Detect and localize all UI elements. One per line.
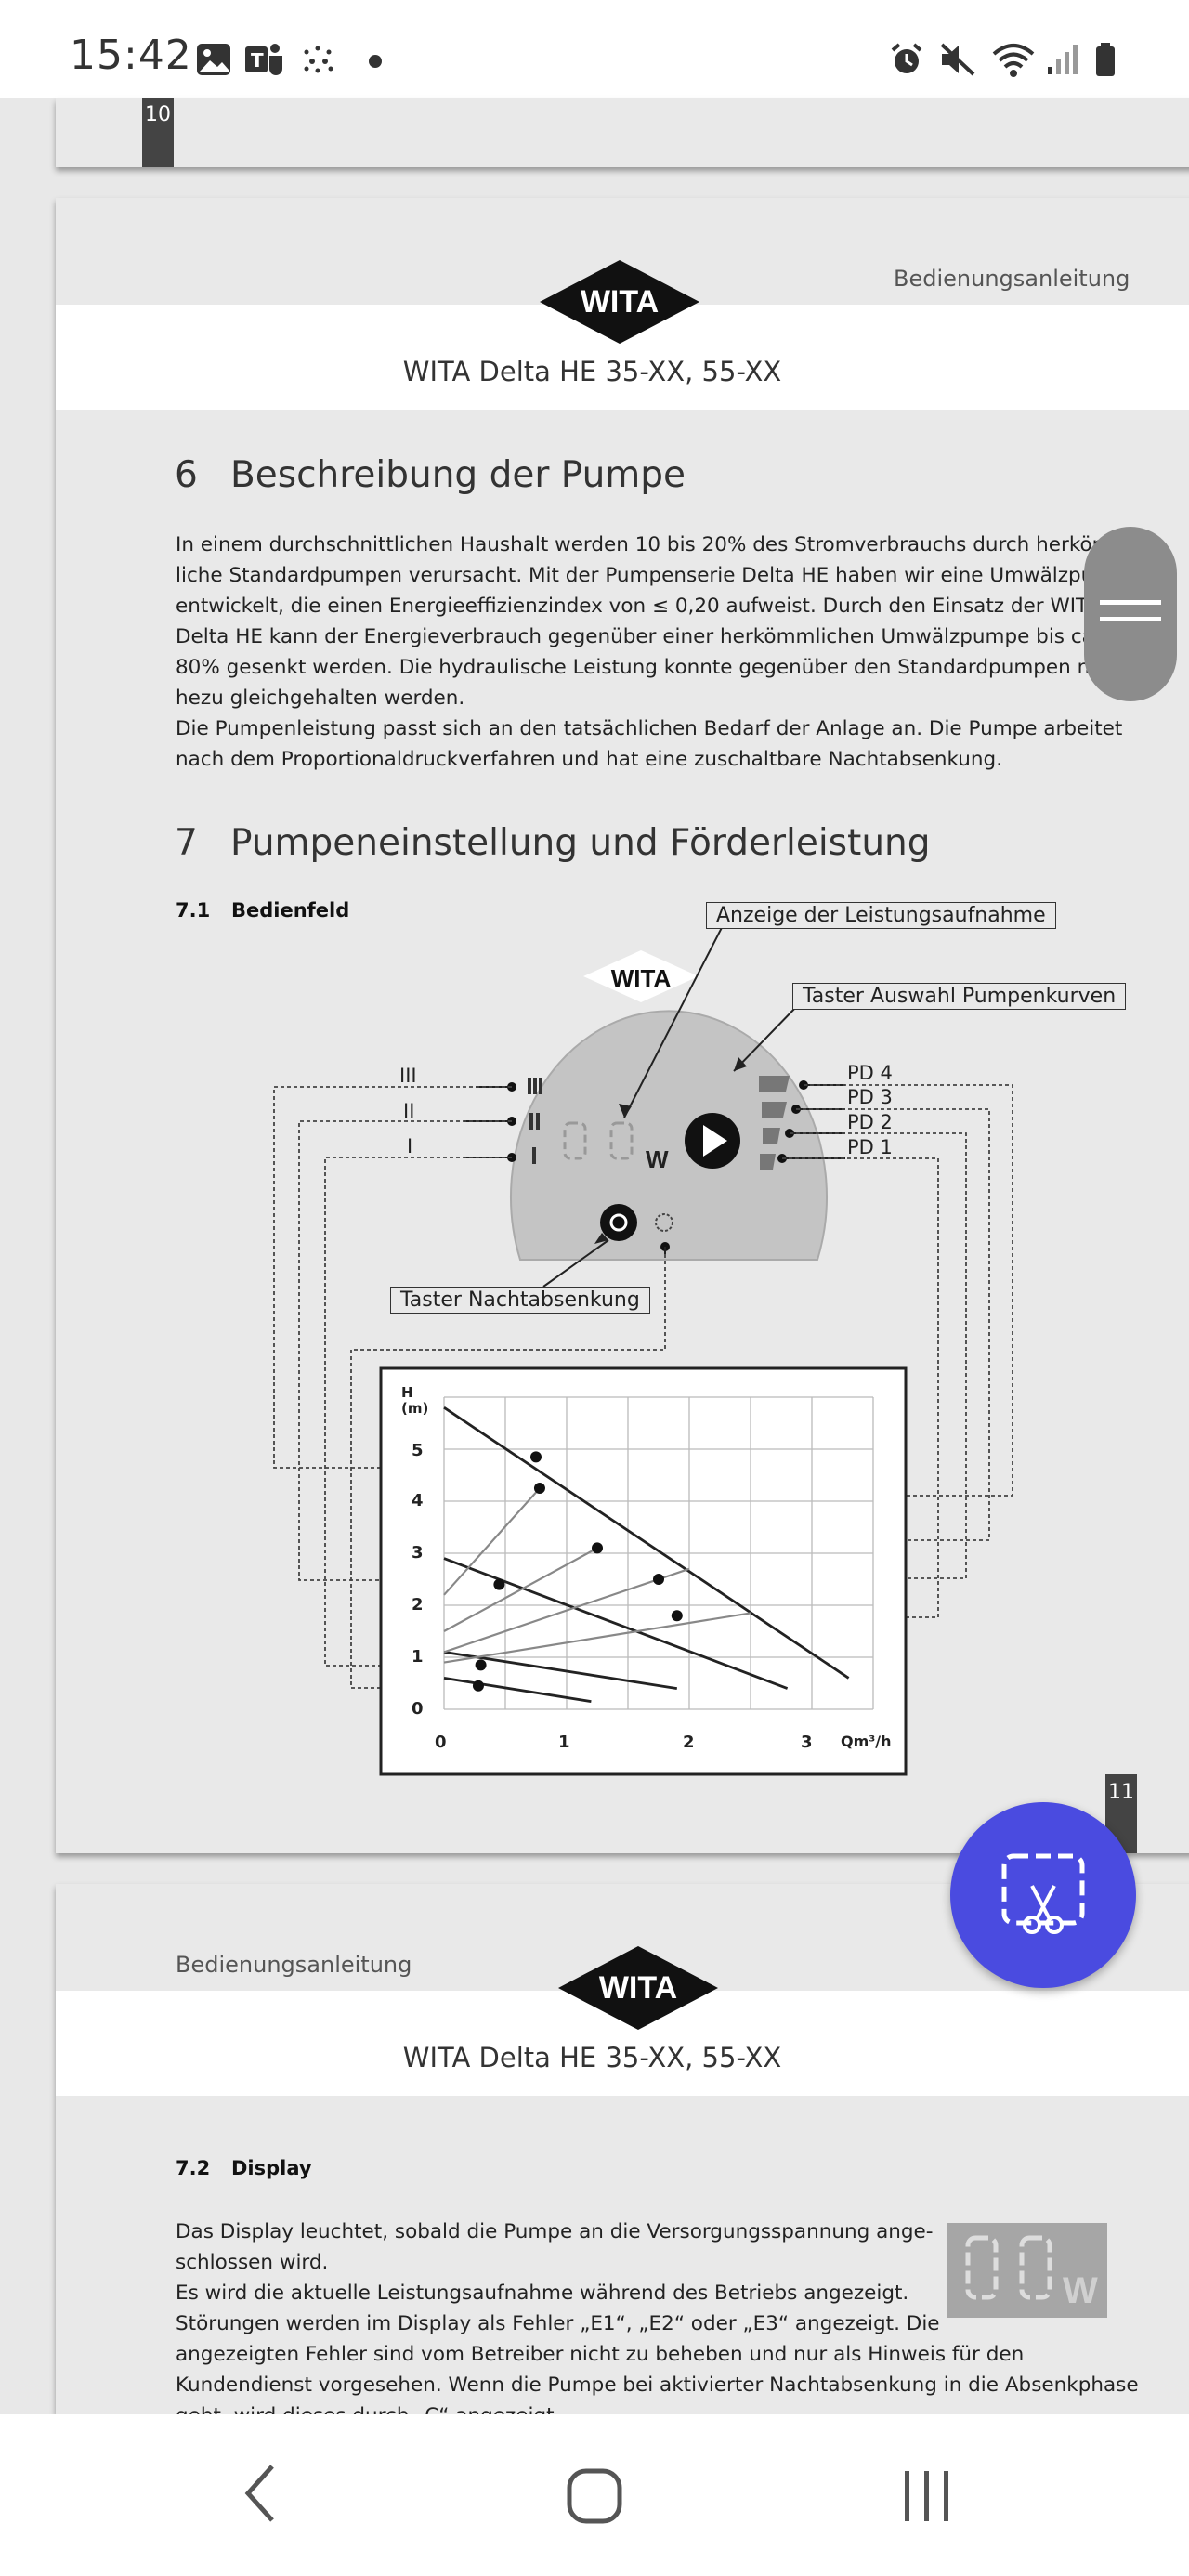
series-line — [443, 1612, 751, 1664]
side-panel-handle[interactable] — [1084, 527, 1177, 701]
document-title: WITA Delta HE 35-XX, 55-XX — [402, 356, 782, 387]
status-bar: 15:42 T — [0, 0, 1189, 98]
wita-logo: WITA — [540, 260, 699, 344]
section-6-text: In einem durchschnittlichen Haushalt wer… — [176, 533, 1139, 771]
x-axis-label: Qm³/h — [841, 1733, 892, 1750]
operating-point — [493, 1578, 505, 1590]
chart-grid — [443, 1396, 874, 1710]
header-label: Bedienungsanleitung — [176, 1952, 412, 1978]
dot-icon — [369, 55, 382, 68]
y-tick-3: 3 — [412, 1543, 424, 1563]
display-image: W — [947, 2223, 1107, 2318]
battery-icon — [1096, 43, 1115, 76]
x-tick-2: 2 — [683, 1733, 695, 1752]
status-time: 15:42 — [70, 32, 192, 79]
level-label-2: II — [403, 1100, 415, 1122]
operating-point — [475, 1659, 487, 1671]
label-curve-button: Taster Auswahl Pumpenkurven — [792, 983, 1127, 1010]
operating-point — [472, 1680, 484, 1692]
page-number: 11 — [1105, 1774, 1137, 1853]
operating-point — [592, 1542, 603, 1554]
screenshot-crop-button[interactable] — [950, 1802, 1136, 1988]
operating-point — [653, 1574, 664, 1585]
pd-label-3: PD 3 — [847, 1086, 893, 1108]
y-axis-label: H (m) — [401, 1384, 429, 1417]
svg-text:WITA: WITA — [611, 964, 672, 992]
svg-text:W: W — [646, 1145, 669, 1173]
page-10: 10 — [56, 98, 1189, 167]
y-tick-0: 0 — [412, 1699, 424, 1719]
level-label-1: I — [407, 1135, 413, 1157]
teams-icon: T — [245, 44, 282, 75]
document-title: WITA Delta HE 35-XX, 55-XX — [402, 2042, 782, 2073]
navigation-bar — [0, 2414, 1189, 2576]
svg-text:WITA: WITA — [599, 1970, 677, 2006]
pd-label-1: PD 1 — [847, 1136, 893, 1158]
mute-icon — [940, 43, 975, 76]
svg-text:W: W — [1063, 2270, 1098, 2311]
menu-icon — [1100, 600, 1161, 621]
pd-label-4: PD 4 — [847, 1062, 893, 1084]
level-label-3: III — [399, 1065, 417, 1087]
pd-label-2: PD 2 — [847, 1111, 893, 1133]
control-panel-diagram: WITA W — [273, 912, 1013, 1776]
gallery-icon — [197, 44, 230, 75]
label-night-button: Taster Nachtabsenkung — [390, 1287, 650, 1314]
level-marks — [528, 1078, 542, 1164]
home-icon[interactable] — [564, 2465, 625, 2527]
series-line — [443, 1547, 598, 1632]
y-tick-1: 1 — [412, 1647, 424, 1667]
scissors-crop-icon — [1001, 1853, 1085, 1934]
alarm-icon — [891, 43, 922, 73]
back-icon[interactable] — [237, 2461, 283, 2526]
operating-point — [530, 1451, 542, 1463]
label-power-display: Anzeige der Leistungsaufnahme — [706, 902, 1056, 929]
svg-text:T: T — [251, 49, 264, 72]
y-tick-5: 5 — [412, 1441, 424, 1460]
x-tick-3: 3 — [801, 1733, 813, 1752]
sparkle-icon — [304, 46, 333, 73]
svg-text:WITA: WITA — [581, 284, 659, 320]
series-line — [443, 1677, 592, 1703]
series-line — [443, 1651, 678, 1690]
page-11: WITA Bedienungsanleitung WITA Delta HE 3… — [56, 198, 1189, 1853]
recents-icon[interactable] — [899, 2465, 955, 2527]
curve-bars — [759, 1076, 790, 1170]
y-tick-4: 4 — [412, 1491, 424, 1510]
series-line — [443, 1406, 850, 1680]
page-number: 10 — [142, 98, 174, 167]
wita-logo: WITA — [558, 1946, 718, 2030]
chart-series — [443, 1406, 850, 1703]
operating-point — [533, 1483, 545, 1494]
series-line — [443, 1567, 690, 1654]
y-tick-2: 2 — [412, 1595, 424, 1615]
x-tick-1: 1 — [558, 1733, 570, 1752]
operating-point — [671, 1610, 683, 1622]
series-line — [443, 1484, 543, 1596]
header-label: Bedienungsanleitung — [894, 266, 1130, 292]
wifi-icon — [992, 44, 1035, 77]
signal-icon — [1048, 45, 1078, 74]
x-tick-0: 0 — [435, 1733, 447, 1752]
